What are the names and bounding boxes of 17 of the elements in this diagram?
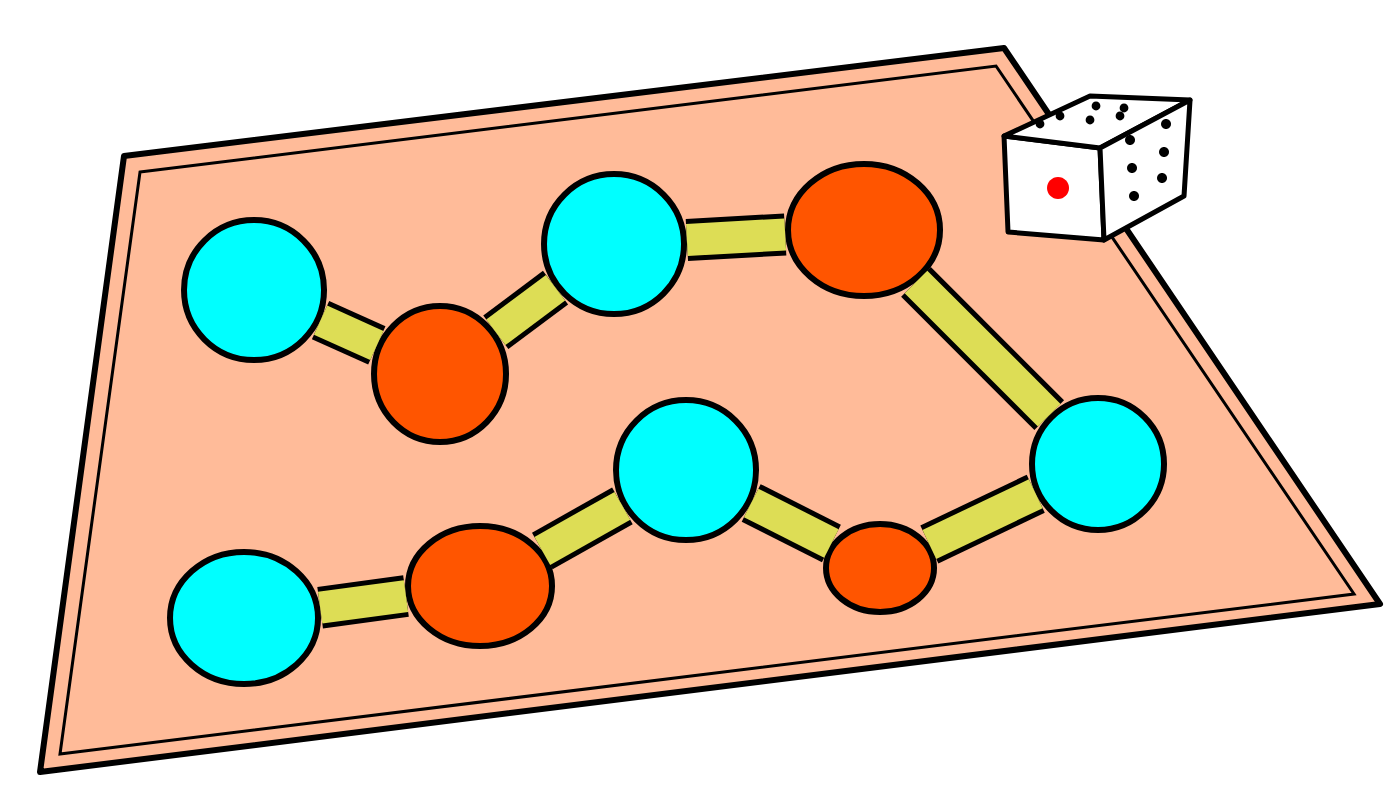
board-space [785,161,943,299]
board-space [823,521,937,615]
path-band [920,474,1045,564]
board-space [1029,395,1167,533]
board-space [181,217,327,363]
path-band [741,484,841,563]
board-space [167,549,321,687]
path-band [317,575,409,629]
path-band [685,213,787,261]
board-space [541,171,687,317]
path-band [531,487,633,570]
path-band [901,267,1065,431]
board-space [371,303,509,445]
path-band [311,300,386,365]
path-band [483,270,569,350]
board-space [613,397,759,543]
board-space [405,523,555,649]
